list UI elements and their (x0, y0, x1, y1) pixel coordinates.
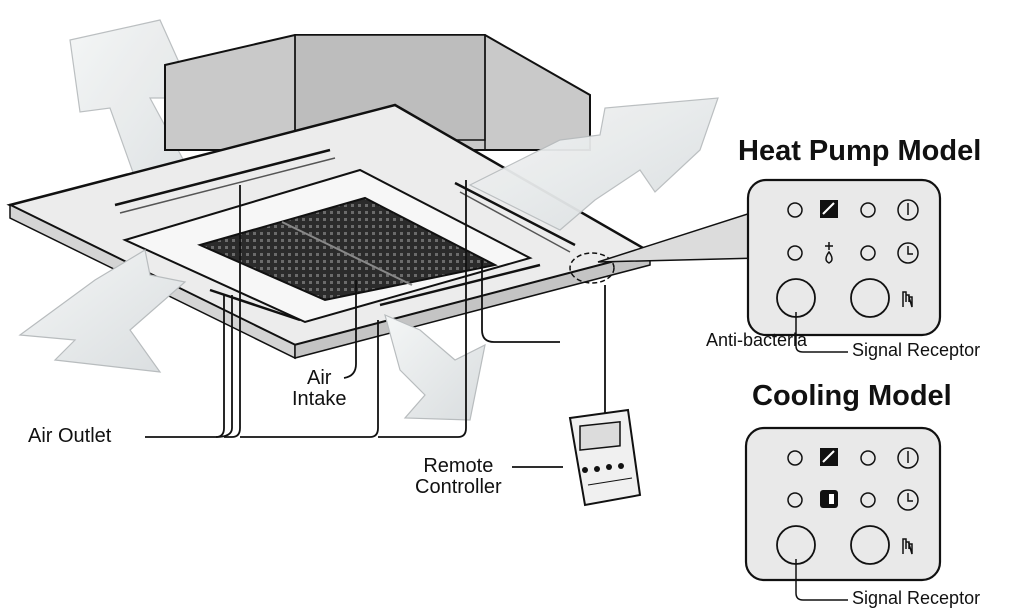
airflow-arrow-front-left (18, 249, 187, 373)
hand-icon (902, 291, 913, 308)
power-icon (897, 199, 919, 221)
operation-mode-icon (820, 490, 838, 508)
timer-icon (897, 489, 919, 511)
defrost-icon (825, 242, 833, 264)
remote-controller-label: Remote Controller (415, 456, 502, 498)
air-intake-line1: Air (307, 367, 332, 389)
airflow-arrow-right (468, 97, 719, 231)
cooling-panel (744, 426, 942, 601)
heat-pump-signal-receptor-label: Signal Receptor (852, 340, 981, 360)
cooling-model-title: Cooling Model (752, 380, 952, 412)
intake-leader-2 (481, 260, 560, 343)
cooling-signal-receptor-label: Signal Receptor (852, 588, 981, 608)
air-outlet-leaders (145, 180, 467, 438)
remote-line2: Controller (415, 476, 502, 498)
air-intake-leader (343, 280, 357, 379)
hand-icon (902, 538, 913, 555)
heat-pump-panel (746, 178, 942, 353)
filter-icon (820, 200, 838, 218)
air-outlet-label: Air Outlet (28, 425, 112, 447)
remote-line1: Remote (423, 455, 494, 477)
air-intake-line2: Intake (292, 388, 347, 410)
airflow-arrow-front-center (384, 313, 486, 421)
unit-housing (164, 34, 591, 151)
power-icon (897, 447, 919, 469)
heat-pump-model-title: Heat Pump Model (738, 135, 982, 167)
remote-controller-device (568, 408, 642, 507)
air-intake-label: Air Intake (292, 368, 346, 410)
filter-icon (820, 448, 838, 466)
timer-icon (897, 242, 919, 264)
anti-bacteria-label: Anti-bacteria (706, 330, 808, 350)
